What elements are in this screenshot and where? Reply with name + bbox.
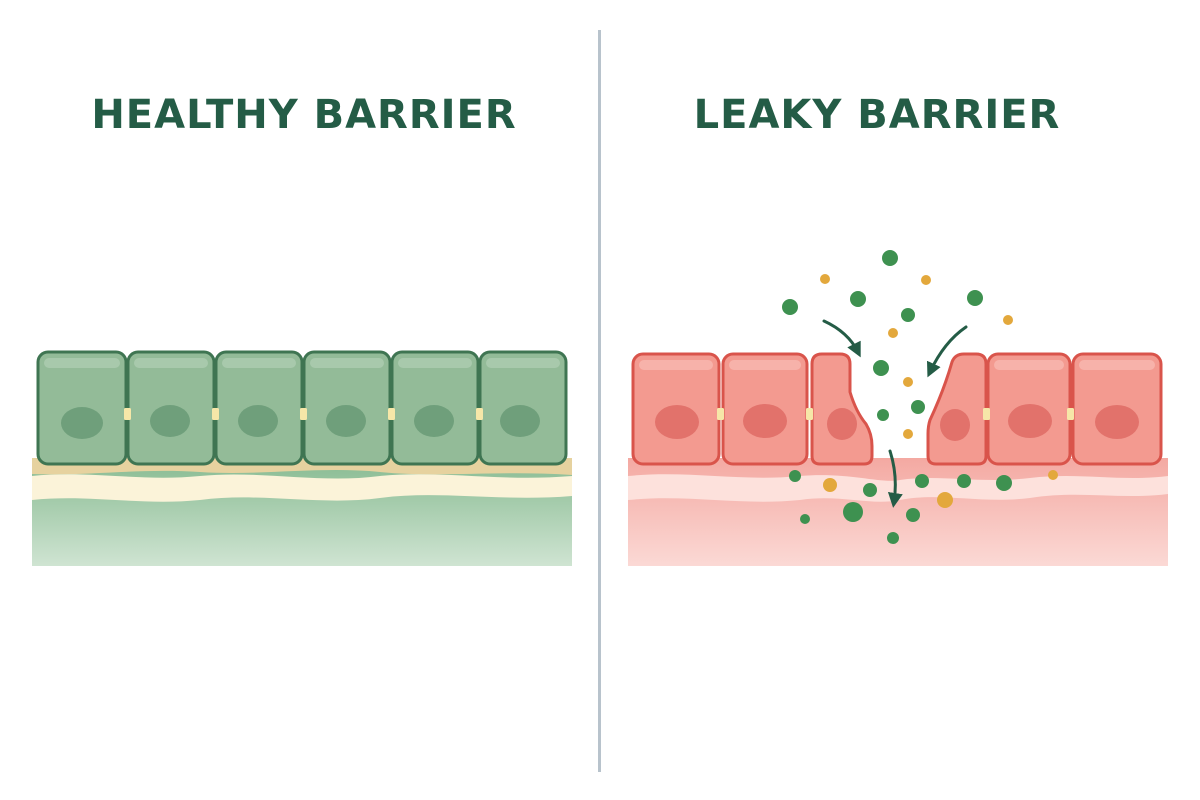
healthy-nucleus <box>500 405 540 437</box>
particle-orange <box>921 275 931 285</box>
particle-green <box>877 409 889 421</box>
leaky-damaged-cell <box>926 352 988 466</box>
leaky-cell-row <box>631 352 1163 466</box>
tight-junction <box>476 408 483 420</box>
leaky-nucleus <box>940 409 970 441</box>
particle-orange <box>820 274 830 284</box>
particle-green <box>789 470 801 482</box>
particle-orange <box>903 429 913 439</box>
leaky-nucleus <box>1008 404 1052 438</box>
leaky-cell <box>721 352 809 466</box>
particle-green <box>800 514 810 524</box>
leaky-tissue-layer <box>628 458 1168 566</box>
particle-orange <box>1003 315 1013 325</box>
particle-green <box>873 360 889 376</box>
leaky-panel <box>628 250 1168 566</box>
leaky-tight-junctions <box>717 408 1074 420</box>
leaky-nucleus <box>827 408 857 440</box>
healthy-lamina-band <box>32 474 572 502</box>
tight-junction <box>806 408 813 420</box>
leaky-cell <box>631 352 721 466</box>
particle-orange <box>888 328 898 338</box>
panel-divider <box>598 30 601 772</box>
leaky-barrier-title: LEAKY BARRIER <box>693 92 1061 138</box>
healthy-cell <box>302 350 392 466</box>
tight-junction <box>983 408 990 420</box>
leak-arrow-icon <box>822 319 861 358</box>
particle-green <box>882 250 898 266</box>
particle-orange <box>1048 470 1058 480</box>
leaky-cell <box>986 352 1072 466</box>
leak-arrow-icon <box>887 449 903 508</box>
particle-green <box>901 308 915 322</box>
particle-green <box>843 502 863 522</box>
particle-green <box>996 475 1012 491</box>
healthy-cell <box>390 350 480 466</box>
leaky-lamina-band <box>628 474 1168 502</box>
healthy-nucleus <box>238 405 278 437</box>
healthy-nucleus <box>414 405 454 437</box>
particle-orange <box>937 492 953 508</box>
leak-arrows <box>822 319 968 508</box>
healthy-cell <box>214 350 304 466</box>
tight-junction <box>124 408 131 420</box>
leaky-nucleus <box>655 405 699 439</box>
leaky-cell <box>1071 352 1163 466</box>
particle-orange <box>823 478 837 492</box>
particle-green <box>887 532 899 544</box>
healthy-cell <box>126 350 216 466</box>
particle-green <box>967 290 983 306</box>
healthy-cell <box>36 350 128 466</box>
particle-green <box>957 474 971 488</box>
particle-green <box>911 400 925 414</box>
healthy-panel <box>32 350 572 566</box>
tight-junction <box>1067 408 1074 420</box>
leaky-nucleus <box>1095 405 1139 439</box>
particle-green <box>850 291 866 307</box>
particle-green <box>915 474 929 488</box>
healthy-cell-row <box>36 350 568 466</box>
tight-junction <box>212 408 219 420</box>
healthy-nucleus <box>61 407 103 439</box>
healthy-nucleus <box>326 405 366 437</box>
particle-green <box>782 299 798 315</box>
leaking-particles <box>782 250 1058 544</box>
particle-orange <box>903 377 913 387</box>
leak-arrow-icon <box>927 325 968 378</box>
healthy-nucleus <box>150 405 190 437</box>
healthy-barrier-title: HEALTHY BARRIER <box>91 92 517 138</box>
particle-green <box>863 483 877 497</box>
tight-junction <box>717 408 724 420</box>
particle-green <box>906 508 920 522</box>
healthy-tight-junctions <box>124 408 483 420</box>
leaky-nucleus <box>743 404 787 438</box>
healthy-cell <box>478 350 568 466</box>
tight-junction <box>300 408 307 420</box>
leaky-damaged-cell <box>810 352 874 466</box>
tight-junction <box>388 408 395 420</box>
